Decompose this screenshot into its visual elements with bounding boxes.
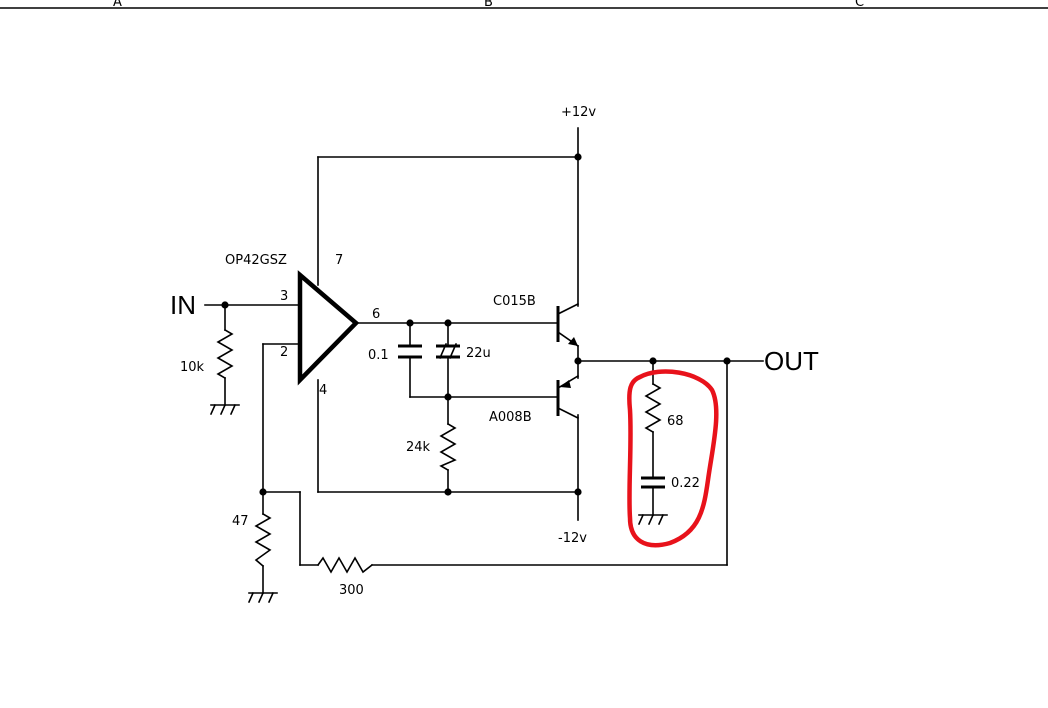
junction-dots xyxy=(221,153,731,496)
transistor-top-label: C015B xyxy=(493,294,536,309)
transistor-bottom-label: A008B xyxy=(489,410,532,425)
capacitor-0-1 xyxy=(398,344,422,359)
capacitors xyxy=(398,342,665,489)
resistor-47-label: 47 xyxy=(232,514,249,529)
ground-icon xyxy=(637,513,668,526)
pin2-label: 2 xyxy=(280,345,288,360)
resistor-300 xyxy=(316,556,374,574)
transistor-bottom xyxy=(556,374,580,420)
transistor-top xyxy=(556,302,580,348)
supply-pos-label: +12v xyxy=(561,105,596,120)
opamp-label: OP42GSZ xyxy=(225,253,287,268)
zone-a-label: A xyxy=(113,0,122,10)
resistor-300-label: 300 xyxy=(339,583,364,598)
capacitor-0-22-label: 0.22 xyxy=(671,476,700,491)
ground-icon xyxy=(209,403,240,416)
capacitor-22u xyxy=(436,342,460,360)
resistor-10k-label: 10k xyxy=(180,360,205,375)
zone-c-label: C xyxy=(855,0,864,10)
supply-neg-label: -12v xyxy=(558,531,587,546)
zone-b-label: B xyxy=(484,0,493,10)
frame-border: A B C xyxy=(0,0,1048,10)
resistors xyxy=(216,328,662,574)
output-label: OUT xyxy=(764,346,819,376)
resistor-68 xyxy=(644,382,662,434)
opamp-symbol xyxy=(297,270,360,386)
resistor-47 xyxy=(254,512,272,568)
resistor-10k xyxy=(216,328,234,380)
pin4-label: 4 xyxy=(319,383,327,398)
capacitor-0-22 xyxy=(641,476,665,489)
highlight-loop xyxy=(627,369,719,548)
resistor-68-label: 68 xyxy=(667,414,684,429)
pin6-label: 6 xyxy=(372,307,380,322)
resistor-24k xyxy=(439,422,457,472)
ground-icon xyxy=(247,591,278,604)
input-label: IN xyxy=(170,290,196,320)
pin3-label: 3 xyxy=(280,289,288,304)
capacitor-22u-label: 22u xyxy=(466,346,491,361)
ground-symbols xyxy=(209,403,668,604)
resistor-24k-label: 24k xyxy=(406,440,431,455)
pin7-label: 7 xyxy=(335,253,343,268)
capacitor-0-1-label: 0.1 xyxy=(368,348,389,363)
